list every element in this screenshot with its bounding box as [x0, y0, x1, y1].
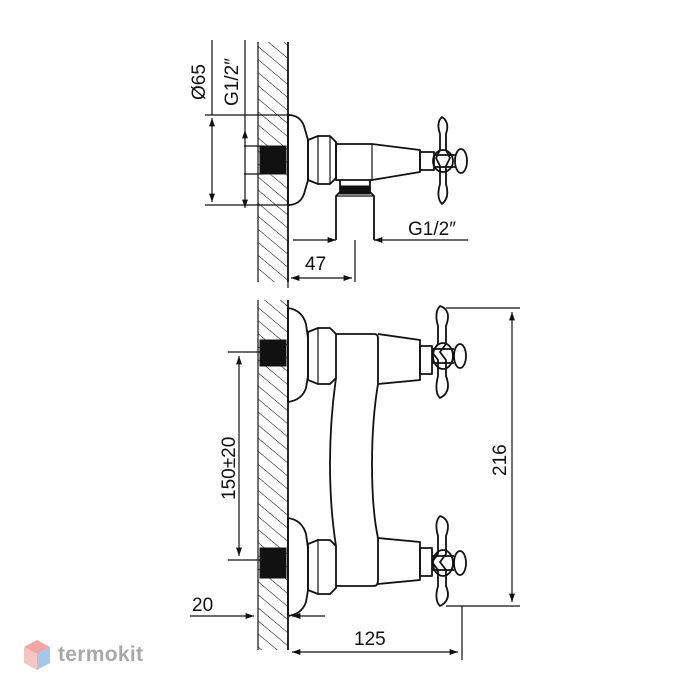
mixer-body-front [329, 333, 379, 587]
lower-cross-handle [431, 515, 467, 607]
brand-name: termokit [58, 643, 144, 666]
mixer-body-side [335, 143, 421, 181]
lower-nut [307, 539, 337, 595]
side-view: Ø65 G1/2″ 47 G1/2″ [189, 40, 468, 288]
outlet-thread [339, 185, 371, 195]
wall-thread-insert [259, 145, 287, 175]
front-view: 150±20 216 20 125 [190, 300, 520, 660]
termokit-logo-icon [24, 640, 50, 670]
dim-total-height: 216 [490, 444, 511, 476]
dim-inlet-thread: G1/2″ [222, 58, 243, 106]
rosette-side [287, 114, 309, 206]
dim-diameter: Ø65 [189, 64, 210, 100]
upper-rosette [287, 307, 309, 403]
brand-watermark: termokit [22, 638, 143, 672]
eccentric-nut [307, 135, 337, 185]
lower-rosette [287, 517, 309, 617]
cross-handle-side [432, 116, 468, 205]
dim-offset: 47 [305, 254, 326, 275]
dim-thread-depth: 20 [192, 595, 213, 616]
dim-projection: 125 [354, 629, 386, 650]
upper-insert [259, 339, 287, 367]
dim-outlet-thread: G1/2″ [408, 219, 456, 240]
upper-cross-handle [431, 305, 467, 399]
dim-center-distance: 150±20 [219, 437, 240, 500]
upper-nut [307, 327, 337, 385]
lower-insert [259, 547, 287, 579]
